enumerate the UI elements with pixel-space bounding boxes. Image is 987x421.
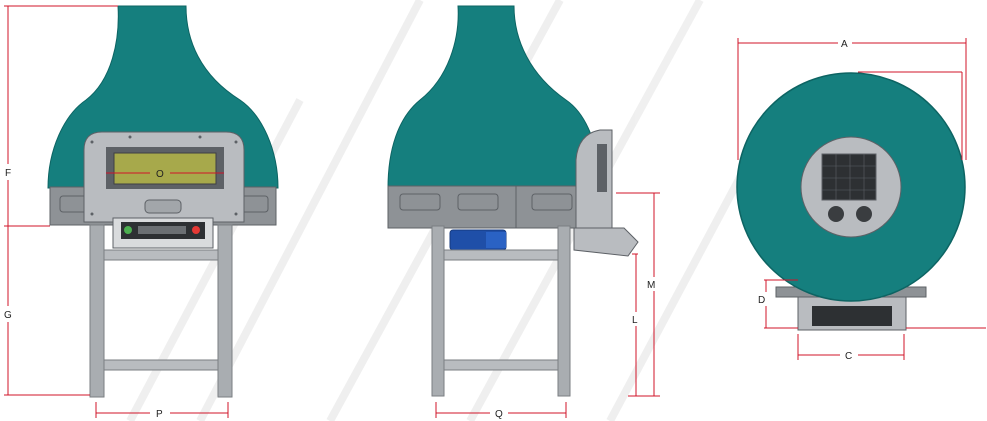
dimension-label-M: M (647, 280, 655, 291)
top-control-panel (812, 306, 892, 326)
oven-window-glass (113, 152, 217, 185)
side-leg-right (557, 225, 571, 397)
side-view-dimensions (435, 192, 660, 418)
top-flue-grille (821, 153, 877, 201)
dimension-label-O: O (156, 169, 164, 180)
dimension-label-C: C (845, 351, 852, 362)
front-view-dimensions (4, 5, 229, 418)
side-crossbar-bottom (443, 359, 559, 371)
dimension-label-F: F (5, 168, 11, 179)
top-fan-right (856, 206, 872, 222)
dimension-label-D: D (758, 295, 765, 306)
dimension-label-L: L (632, 315, 638, 326)
front-crossbar-top (103, 249, 219, 261)
dimension-label-G: G (4, 310, 12, 321)
front-leg-left (89, 224, 105, 398)
top-fan-left (828, 206, 844, 222)
oven-handle (144, 199, 182, 214)
front-leg-right (217, 224, 233, 398)
side-control-panel (573, 227, 639, 257)
side-view-oven (387, 5, 639, 397)
side-base-band (387, 185, 611, 229)
front-view-oven (47, 5, 279, 398)
side-dome (387, 5, 601, 189)
dimension-label-Q: Q (495, 409, 503, 420)
top-view-oven (736, 72, 966, 331)
side-leg-left (431, 225, 445, 397)
dimension-label-P: P (156, 409, 163, 420)
dimension-label-A: A (841, 39, 848, 50)
front-crossbar-bottom (103, 359, 219, 371)
top-view-dimensions (737, 38, 986, 360)
side-crossbar-top (443, 249, 559, 261)
